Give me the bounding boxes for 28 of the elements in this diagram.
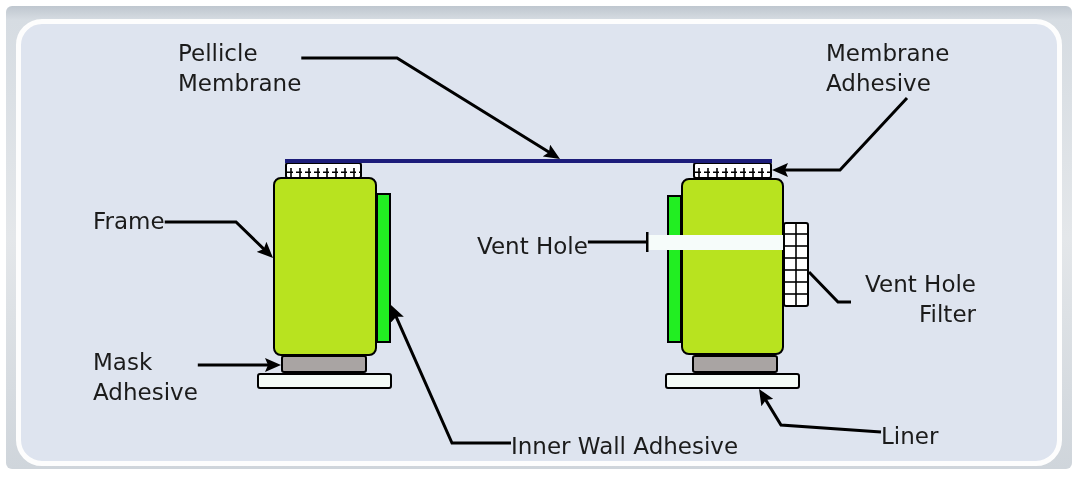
adhesive-strip [376, 193, 391, 343]
leader-line [197, 358, 281, 372]
part-label: Pellicle Membrane [178, 38, 302, 98]
leader-line [390, 305, 511, 445]
frame-block [273, 177, 377, 356]
adhesive-strip [281, 355, 367, 373]
part-label: Membrane Adhesive [826, 38, 950, 98]
part-label: Inner Wall Adhesive [511, 431, 739, 461]
leader-line [772, 96, 909, 177]
membrane-film [285, 159, 772, 163]
leader-line [301, 56, 560, 159]
adhesive-strip [692, 355, 778, 373]
leader-line [807, 270, 851, 304]
leader-line [164, 220, 274, 258]
vent-channel [647, 235, 783, 250]
part-label: Vent Hole [477, 231, 588, 261]
liner-strip [665, 373, 800, 389]
part-label: Vent Hole Filter [851, 269, 976, 329]
adhesive-strip [667, 195, 682, 343]
adhesive-strip [693, 162, 772, 179]
leader-line [587, 232, 649, 252]
liner-strip [257, 373, 392, 389]
leader-line [759, 388, 882, 434]
filter-grid [783, 222, 809, 307]
part-label: Frame [93, 206, 165, 236]
part-label: Mask Adhesive [93, 347, 198, 407]
frame-block [681, 178, 784, 355]
part-label: Liner [881, 421, 939, 451]
